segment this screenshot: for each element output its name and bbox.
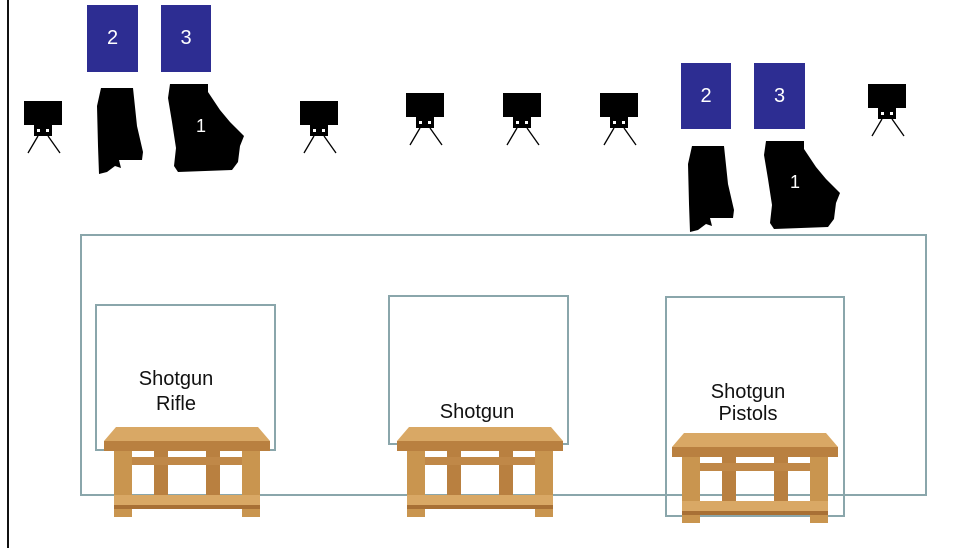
station-label-line: Rifle [155, 393, 196, 415]
station-label-line: Shotgun [138, 368, 214, 390]
station-label-right: Shotgun Pistols [680, 381, 816, 425]
target-number-box-2-left: 2 [87, 5, 138, 72]
target-number: 3 [180, 27, 192, 49]
station-label-center: Shotgun [404, 400, 550, 425]
target-number-box-3-right: 3 [754, 63, 805, 129]
georgia-silhouette-icon [168, 84, 244, 172]
alabama-silhouette-icon [97, 88, 143, 174]
table-icon [104, 427, 270, 517]
steel-target-icon [24, 101, 62, 154]
station-label-left: Shotgun Rifle [110, 367, 242, 417]
target-number: 1 [790, 172, 801, 192]
steel-target-icon [300, 101, 338, 154]
table-icon [397, 427, 563, 517]
steel-target-icon [600, 93, 638, 146]
alabama-silhouette-icon [688, 146, 734, 232]
georgia-silhouette-icon [764, 141, 840, 229]
table-icon [672, 433, 838, 523]
steel-target-icon [868, 84, 906, 137]
station-label-line: Shotgun [710, 381, 786, 403]
page-left-border [7, 0, 9, 548]
target-number-box-2-right: 2 [681, 63, 731, 129]
target-number: 3 [773, 85, 786, 107]
target-number: 2 [106, 27, 119, 49]
station-label-line: Shotgun [439, 401, 515, 423]
target-number-box-3-left: 3 [161, 5, 211, 72]
steel-target-icon [503, 93, 541, 146]
target-number: 2 [700, 85, 712, 107]
steel-target-icon [406, 93, 444, 146]
station-label-line: Pistols [718, 403, 778, 425]
target-number: 1 [196, 116, 207, 136]
shooting-bay-right [665, 296, 845, 517]
